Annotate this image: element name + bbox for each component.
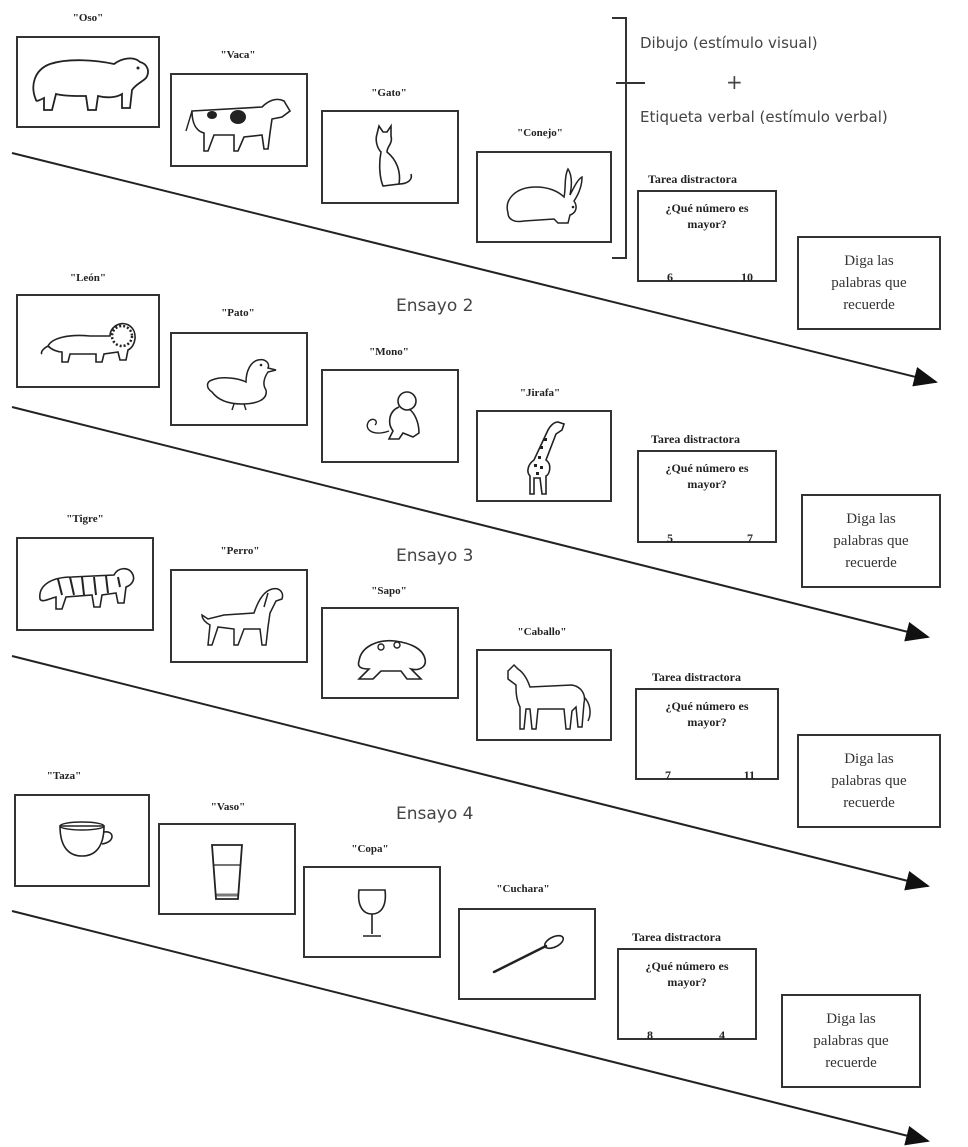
distractor-number-a: 5 [667, 531, 673, 545]
recall-prompt: Diga las palabras que recuerde [797, 236, 941, 330]
duck-icon [206, 358, 277, 411]
stimulus-label: "Cuchara" [496, 883, 550, 895]
bear-icon [32, 57, 149, 111]
distractor-title: Tarea distractora [651, 432, 740, 446]
legend-plus: + [726, 70, 743, 94]
legend-visual-stimulus: Dibujo (estímulo visual) [640, 34, 818, 52]
stimulus-card [321, 110, 459, 204]
stimulus-card [458, 908, 596, 1000]
timeline-arrow-3 [11, 655, 930, 891]
stimulus-card [16, 294, 160, 388]
distractor-number-b: 11 [743, 768, 755, 782]
distractor-question: ¿Qué número es mayor? [665, 461, 749, 491]
cat-icon [375, 123, 413, 187]
trial-title: Ensayo 4 [396, 804, 474, 824]
rabbit-icon [506, 167, 583, 224]
distractor-box: ¿Qué número es mayor? 6 10 [637, 190, 777, 284]
distractor-question: ¿Qué número es mayor? [665, 699, 749, 729]
distractor-question: ¿Qué número es mayor? [645, 959, 729, 989]
stimulus-label: "Copa" [351, 843, 389, 855]
spoon-icon [492, 934, 565, 974]
wine-glass-icon [357, 889, 387, 937]
recall-prompt: Diga las palabras que recuerde [801, 494, 941, 588]
giraffe-icon [527, 421, 566, 495]
trial-title: Ensayo 3 [396, 546, 474, 566]
stimulus-card [321, 607, 459, 699]
stimulus-card [303, 866, 441, 958]
distractor-number-a: 6 [667, 270, 673, 284]
stimulus-label: "Caballo" [517, 626, 567, 638]
distractor-box: ¿Qué número es mayor? 8 4 [617, 948, 757, 1042]
stimulus-card [476, 410, 612, 502]
stimulus-card [16, 36, 160, 128]
monkey-icon [366, 391, 420, 440]
tiger-icon [39, 567, 135, 610]
stimulus-label: "Sapo" [371, 585, 407, 597]
stimulus-card [14, 794, 150, 887]
trial-title: Ensayo 2 [396, 296, 474, 316]
dog-icon [201, 587, 284, 646]
distractor-box: ¿Qué número es mayor? 5 7 [637, 450, 777, 545]
distractor-title: Tarea distractora [632, 930, 721, 944]
stimulus-card [321, 369, 459, 463]
cup-icon [59, 821, 113, 857]
stimulus-label: "Vaso" [210, 801, 246, 813]
legend-verbal-stimulus: Etiqueta verbal (estímulo verbal) [640, 108, 888, 126]
stimulus-label: "Jirafa" [519, 387, 561, 399]
distractor-number-a: 7 [665, 768, 671, 782]
timeline-arrow-1 [11, 152, 938, 387]
stimulus-card [476, 649, 612, 741]
distractor-box: ¿Qué número es mayor? 7 11 [635, 688, 779, 782]
stimulus-label: "Mono" [369, 346, 409, 358]
distractor-number-b: 4 [719, 1028, 725, 1042]
stimulus-card [170, 569, 308, 663]
timeline-arrow-2 [11, 406, 930, 642]
distractor-number-a: 8 [647, 1028, 653, 1042]
cow-icon [185, 98, 292, 152]
legend-bracket [612, 17, 627, 259]
stimulus-label: "Conejo" [517, 127, 563, 139]
distractor-number-b: 10 [741, 270, 753, 284]
stimulus-label: "Gato" [371, 87, 407, 99]
stimulus-card [170, 332, 308, 426]
stimulus-label: "Vaca" [220, 49, 256, 61]
distractor-question: ¿Qué número es mayor? [665, 201, 749, 231]
distractor-number-b: 7 [747, 531, 753, 545]
recall-prompt: Diga las palabras que recuerde [797, 734, 941, 828]
stimulus-card [16, 537, 154, 631]
horse-icon [507, 663, 591, 730]
stimulus-label: "Tigre" [66, 513, 104, 525]
distractor-title: Tarea distractora [648, 172, 737, 186]
stimulus-label: "Pato" [221, 307, 255, 319]
frog-icon [357, 639, 427, 680]
lion-icon [40, 322, 136, 363]
stimulus-label: "Oso" [72, 12, 104, 24]
stimulus-card [476, 151, 612, 243]
glass-icon [211, 844, 243, 900]
stimulus-label: "Perro" [220, 545, 260, 557]
stimulus-label: "León" [69, 272, 107, 284]
timeline-arrow-4 [11, 910, 930, 1146]
recall-prompt: Diga las palabras que recuerde [781, 994, 921, 1088]
stimulus-label: "Taza" [46, 770, 82, 782]
distractor-title: Tarea distractora [652, 670, 741, 684]
stimulus-card [158, 823, 296, 915]
stimulus-card [170, 73, 308, 167]
